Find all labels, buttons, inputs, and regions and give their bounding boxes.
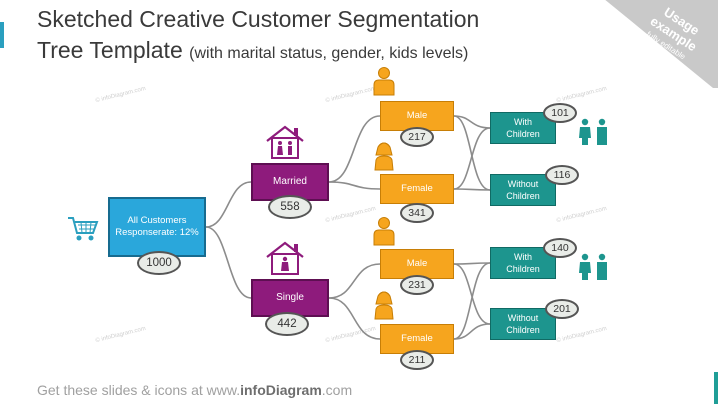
female-single-label: Female bbox=[401, 333, 433, 344]
man-icon bbox=[373, 67, 395, 96]
kids-line-1: With bbox=[514, 252, 532, 262]
title-line-2: Tree Template (with marital status, gend… bbox=[37, 35, 557, 69]
family-icon bbox=[579, 253, 607, 280]
kids-line-2: Children bbox=[506, 325, 540, 335]
male-single-label: Male bbox=[406, 258, 428, 269]
house-person-icon bbox=[266, 241, 304, 275]
without-children-count: 116 bbox=[545, 165, 579, 185]
female-married-node: Female bbox=[380, 174, 454, 204]
title-main-part: Tree Template bbox=[37, 37, 183, 63]
kids-line-2: Children bbox=[506, 191, 540, 201]
page-title: Sketched Creative Customer Segmentation … bbox=[37, 4, 557, 69]
single-count: 442 bbox=[265, 312, 309, 336]
all-customers-node: All Customers Responserate: 12% bbox=[108, 197, 206, 257]
all-customers-count: 1000 bbox=[137, 251, 181, 275]
male-married-label: Male bbox=[406, 110, 428, 121]
male-married-node: Male bbox=[380, 101, 454, 131]
kids-line-2: Children bbox=[506, 129, 540, 139]
family-icon bbox=[579, 118, 607, 145]
title-subtitle: (with marital status, gender, kids level… bbox=[189, 45, 469, 62]
footer-brand: infoDiagram bbox=[240, 382, 322, 398]
female-married-count: 341 bbox=[400, 203, 434, 223]
shopping-cart-icon bbox=[68, 217, 99, 241]
woman-icon bbox=[374, 291, 394, 320]
footer-prefix: Get these slides & icons at www. bbox=[37, 382, 241, 398]
all-customers-label: All Customers bbox=[127, 215, 187, 226]
footer-credit: Get these slides & icons at www.infoDiag… bbox=[37, 382, 352, 398]
man-icon bbox=[373, 217, 395, 246]
kids-line-1: With bbox=[514, 117, 532, 127]
single-node: Single bbox=[251, 279, 329, 317]
kids-line-2: Children bbox=[506, 264, 540, 274]
footer-suffix: .com bbox=[321, 382, 353, 398]
married-count: 558 bbox=[268, 195, 312, 219]
response-rate-label: Responserate: 12% bbox=[115, 227, 199, 238]
female-single-count: 211 bbox=[400, 350, 434, 370]
kids-line-1: Without bbox=[507, 313, 539, 323]
with-children-count: 140 bbox=[543, 238, 577, 258]
house-couple-icon bbox=[266, 125, 304, 159]
kids-line-1: Without bbox=[507, 179, 539, 189]
female-married-label: Female bbox=[401, 183, 433, 194]
female-single-node: Female bbox=[380, 324, 454, 354]
without-children-count: 201 bbox=[545, 299, 579, 319]
title-accent-bar bbox=[0, 22, 4, 48]
with-children-count: 101 bbox=[543, 103, 577, 123]
without-children-node: Without Children bbox=[490, 174, 556, 206]
woman-icon bbox=[374, 142, 394, 171]
male-married-count: 217 bbox=[400, 127, 434, 147]
usage-example-ribbon: Usage example fully editable bbox=[605, 0, 718, 88]
single-label: Single bbox=[276, 292, 304, 303]
married-label: Married bbox=[273, 176, 307, 187]
corner-accent-bar bbox=[714, 372, 718, 404]
without-children-node: Without Children bbox=[490, 308, 556, 340]
male-single-node: Male bbox=[380, 249, 454, 279]
male-single-count: 231 bbox=[400, 275, 434, 295]
title-line-1: Sketched Creative Customer Segmentation bbox=[37, 6, 480, 32]
